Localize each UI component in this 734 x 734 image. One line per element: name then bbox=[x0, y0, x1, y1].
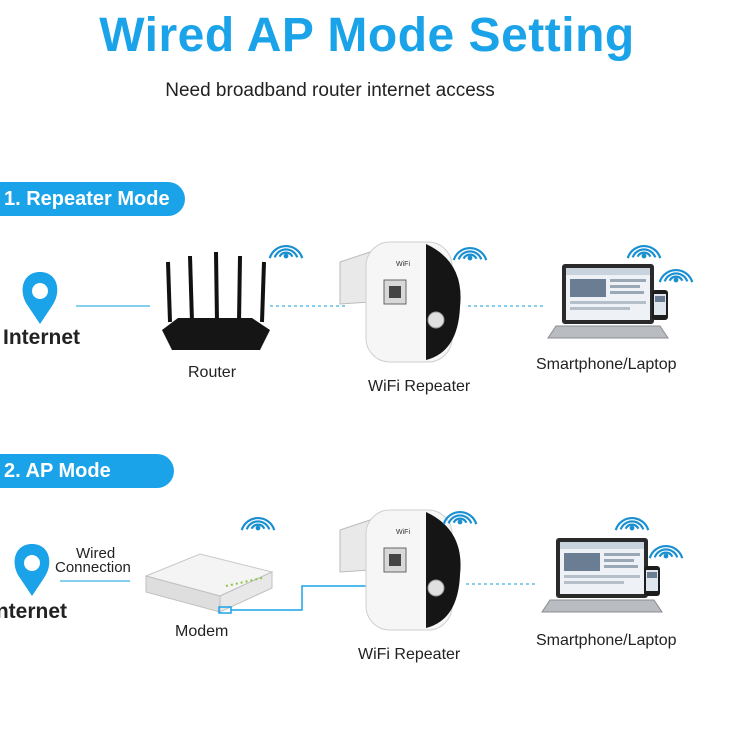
internet-label: Internet bbox=[0, 600, 68, 623]
wifi-repeater-icon bbox=[339, 509, 462, 631]
wired-label: Wired bbox=[76, 545, 116, 562]
wifi-signal-icon bbox=[451, 239, 489, 278]
wifi-signal-icon bbox=[267, 237, 305, 276]
connection-label: Connection bbox=[55, 559, 131, 576]
location-pin-icon bbox=[14, 544, 50, 596]
internet-label: Internet bbox=[3, 326, 81, 349]
router-icon bbox=[162, 251, 270, 350]
modem-icon bbox=[144, 553, 274, 613]
location-pin-icon bbox=[22, 272, 58, 324]
client-label: Smartphone/Laptop bbox=[536, 356, 677, 373]
repeater-label: WiFi Repeater bbox=[368, 378, 471, 395]
repeater-label: WiFi Repeater bbox=[358, 646, 461, 663]
section-heading-repeater-mode: 1. Repeater Mode bbox=[0, 182, 185, 216]
ethernet-cable bbox=[231, 585, 382, 611]
section-heading-ap-mode: 2. AP Mode bbox=[0, 454, 174, 488]
laptop-icon bbox=[547, 263, 669, 339]
smartphone-icon bbox=[652, 290, 668, 320]
wifi-repeater-icon bbox=[339, 241, 462, 363]
router-label: Router bbox=[188, 364, 237, 381]
page-title: Wired AP Mode Setting bbox=[99, 9, 635, 62]
modem-label: Modem bbox=[175, 623, 229, 640]
smartphone-icon bbox=[644, 566, 660, 596]
wifi-signal-icon bbox=[239, 509, 277, 548]
client-label: Smartphone/Laptop bbox=[536, 632, 677, 649]
page-subtitle: Need broadband router internet access bbox=[165, 80, 495, 101]
